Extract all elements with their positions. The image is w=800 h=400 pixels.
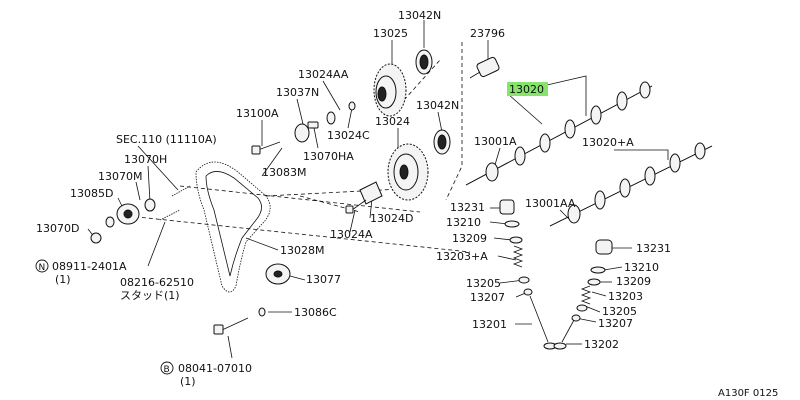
label-13042n-top: 13042N: [398, 9, 441, 22]
idler-pulley-13077: [265, 263, 291, 285]
label-13231-right: 13231: [636, 242, 671, 255]
label-13028m: 13028M: [280, 244, 324, 257]
sprocket-13025: [373, 63, 407, 117]
camshaft-13020a: [549, 142, 713, 227]
label-08911-number: 08911-2401A: [52, 260, 127, 273]
label-13207-left: 13207: [470, 291, 505, 304]
label-13001a: 13001A: [474, 135, 517, 148]
label-08041-number: 08041-07010: [178, 362, 252, 375]
label-13025: 13025: [373, 27, 408, 40]
label-13205-right: 13205: [602, 305, 637, 318]
tensioner-assembly: [90, 185, 191, 244]
label-13203a: 13203+A: [436, 250, 488, 263]
label-13209-right: 13209: [616, 275, 651, 288]
bolt-08041: [213, 317, 249, 335]
label-13024a: 13024A: [330, 228, 373, 241]
cam-sensor-23796: [469, 56, 500, 79]
valve-train-right: [553, 239, 613, 350]
label-13020: 13020: [509, 83, 544, 96]
oil-seal-13042n-mid: [433, 129, 451, 155]
label-08216: 08216-62510: [120, 276, 194, 289]
label-08041-qty: (1): [180, 375, 196, 388]
circle-b-icon: [160, 361, 174, 375]
label-13205-left: 13205: [466, 277, 501, 290]
label-13001aa: 13001AA: [525, 197, 576, 210]
camshaft-13020: [465, 81, 653, 186]
label-13209-left: 13209: [452, 232, 487, 245]
label-08911-qty: (1): [55, 273, 71, 286]
timing-belt-13028m: [195, 161, 271, 293]
label-sec110: SEC.110 (11110A): [116, 133, 217, 146]
bracket-13024d: [359, 181, 383, 205]
label-23796: 23796: [470, 27, 505, 40]
nut-13024c: [348, 101, 356, 111]
sprocket-13024: [387, 143, 429, 201]
part-labels: 13042N 23796 13025 13024AA 13037N 13100A…: [35, 9, 778, 399]
label-stud: スタッド(1): [120, 289, 180, 302]
label-13207-right: 13207: [598, 317, 633, 330]
label-13231-left: 13231: [450, 201, 485, 214]
label-13024c: 13024C: [327, 129, 370, 142]
label-13085d: 13085D: [70, 187, 113, 200]
bolt-13100a: [251, 141, 281, 155]
label-13210-left: 13210: [446, 216, 481, 229]
bolt-13024a: [345, 199, 367, 214]
valve-train-left: [499, 199, 557, 350]
label-13086c: 13086C: [294, 306, 337, 319]
circle-b-letter: B: [164, 365, 170, 375]
label-13024d: 13024D: [370, 212, 413, 225]
highlight-13020: [507, 82, 548, 96]
oil-seal-13042n-top: [415, 49, 433, 75]
bolt-13070ha: [307, 121, 319, 129]
label-13070m: 13070M: [98, 170, 142, 183]
label-13037n: 13037N: [276, 86, 319, 99]
label-13203-right: 13203: [608, 290, 643, 303]
label-13210-right: 13210: [624, 261, 659, 274]
circle-n-letter: N: [39, 263, 46, 273]
circle-n-icon: [35, 259, 49, 273]
label-13202: 13202: [584, 338, 619, 351]
label-13077: 13077: [306, 273, 341, 286]
label-13083m: 13083M: [262, 166, 306, 179]
o-ring-13037n: [294, 123, 310, 143]
label-13024aa: 13024AA: [298, 68, 349, 81]
label-13070d: 13070D: [36, 222, 79, 235]
label-13024: 13024: [375, 115, 410, 128]
washer-13024aa: [326, 111, 336, 125]
label-13070ha: 13070HA: [303, 150, 354, 163]
label-13070h: 13070H: [124, 153, 167, 166]
label-13100a: 13100A: [236, 107, 279, 120]
diagram-reference-code: A130F 0125: [718, 388, 778, 399]
label-13042n-mid: 13042N: [416, 99, 459, 112]
label-13020a: 13020+A: [582, 136, 634, 149]
label-13201: 13201: [472, 318, 507, 331]
washer-13086c: [258, 307, 266, 317]
